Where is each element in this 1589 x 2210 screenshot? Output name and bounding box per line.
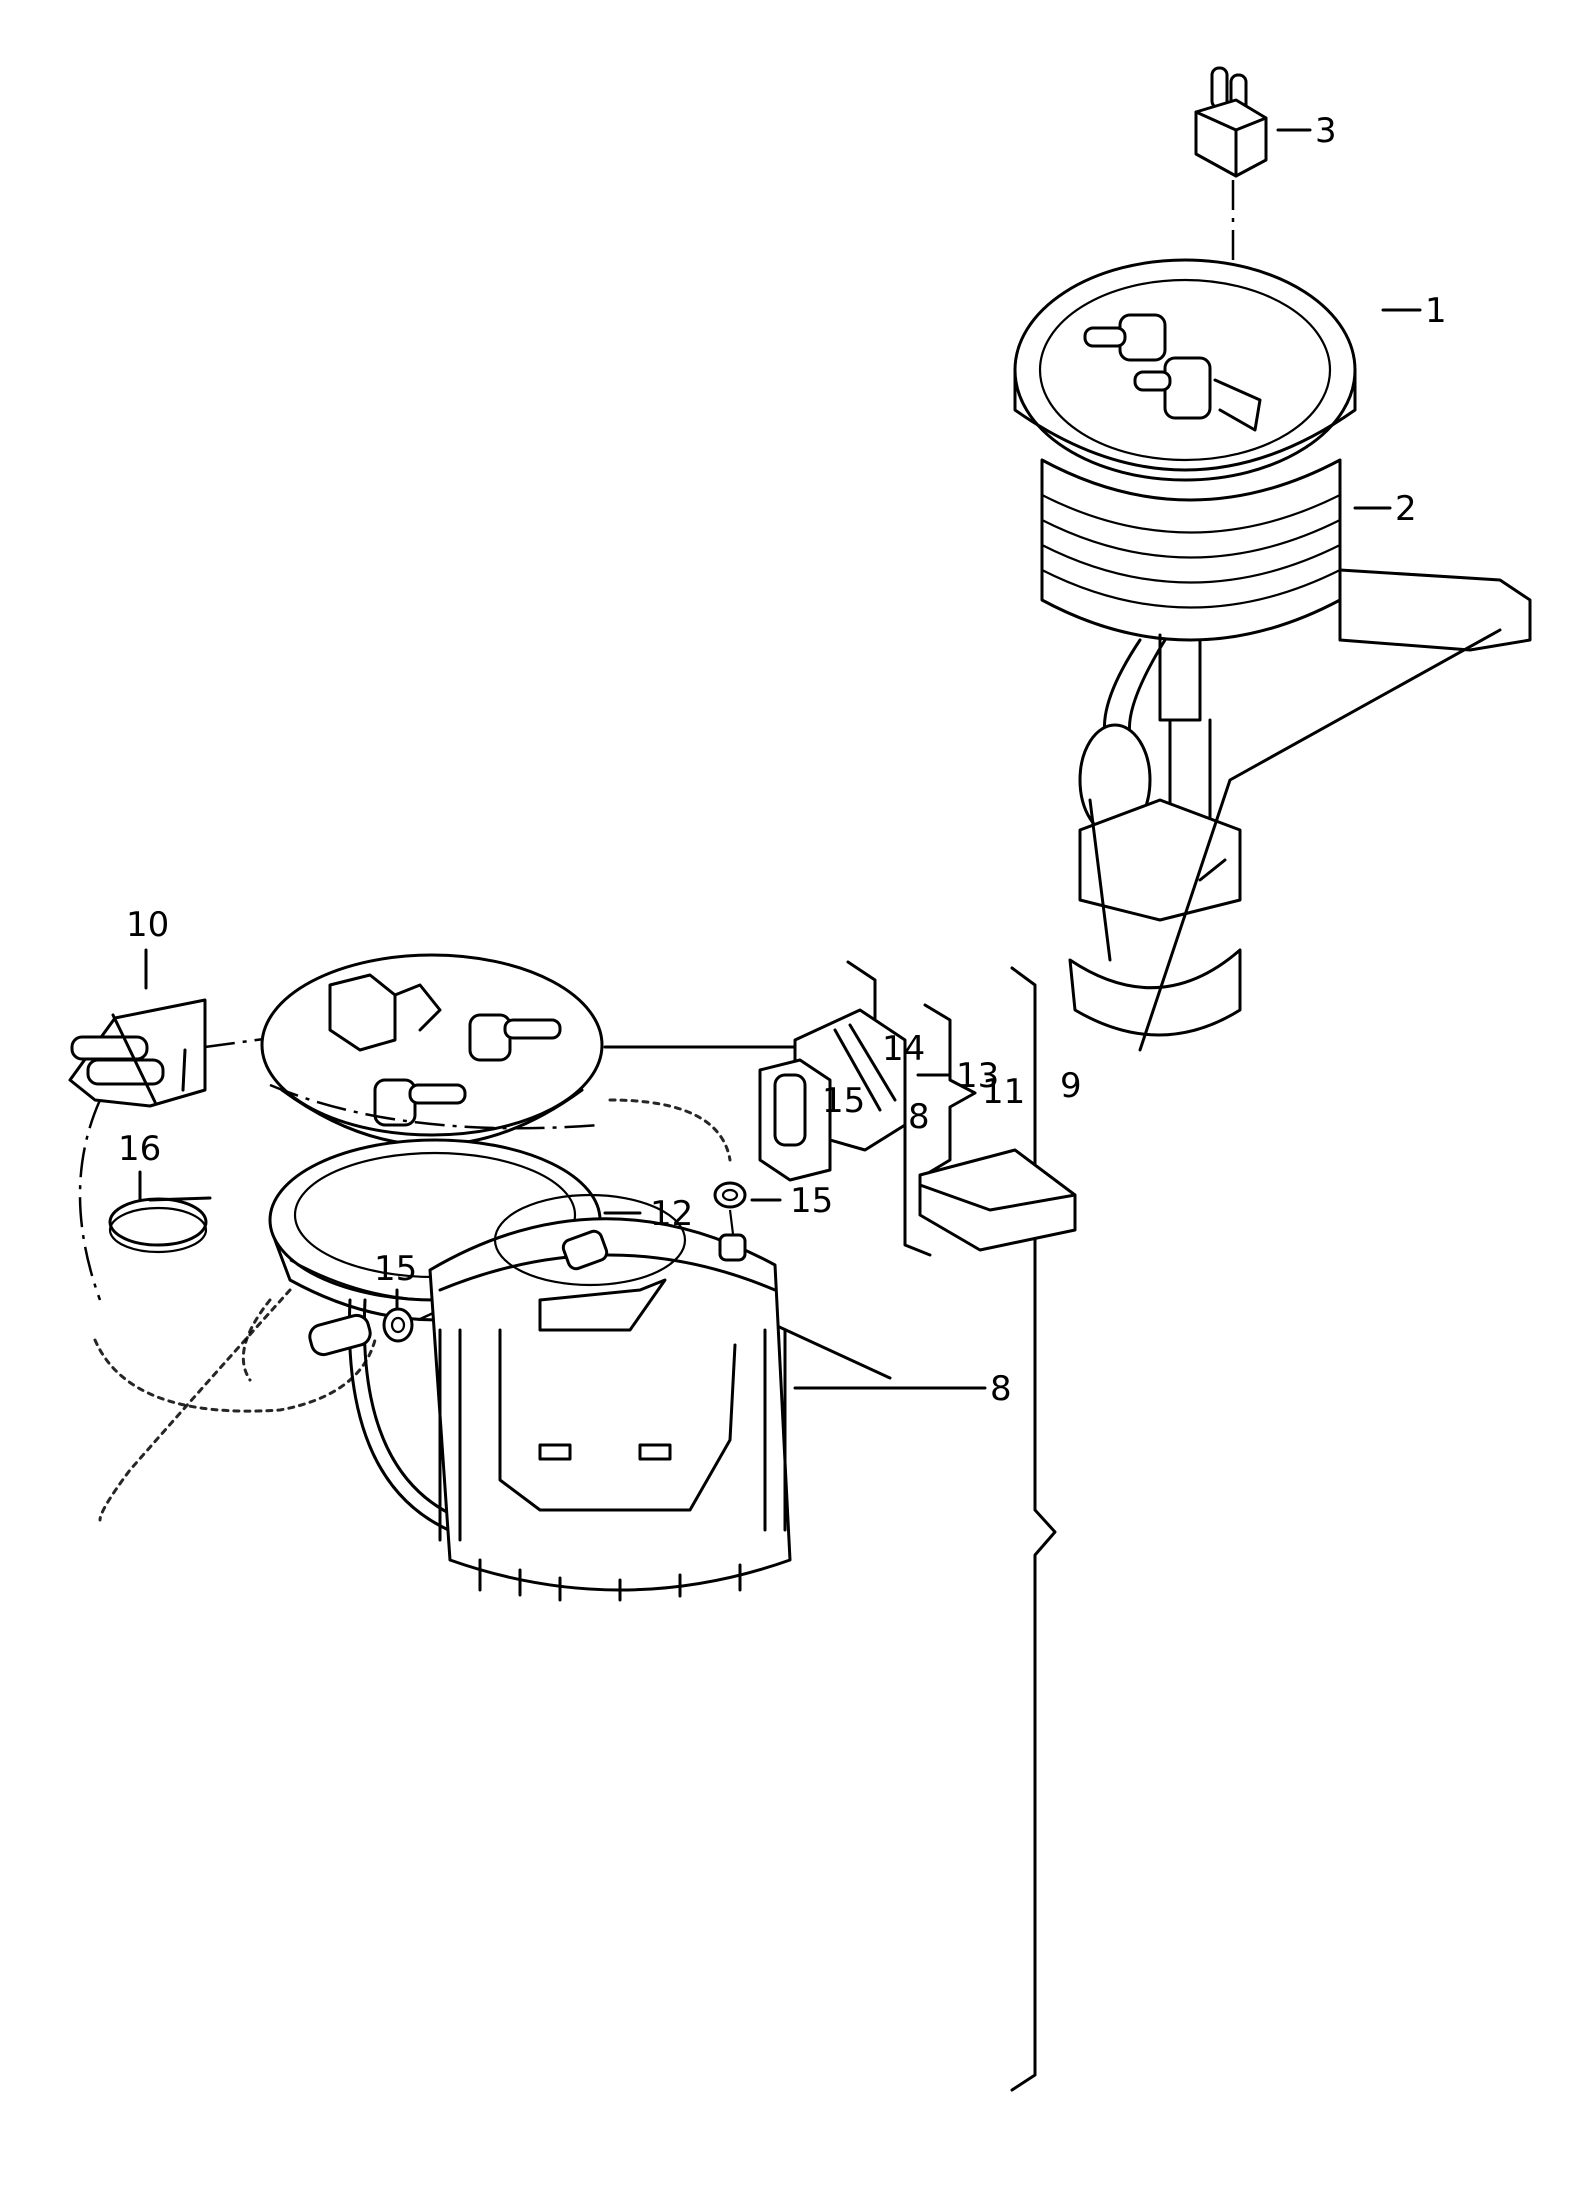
callout-11: 11 (982, 1072, 1025, 1112)
callout-1: 1 (1425, 291, 1447, 331)
callout-3: 3 (1315, 111, 1337, 151)
callout-16: 16 (118, 1129, 161, 1169)
callout-2: 2 (1395, 489, 1417, 529)
brace-9 (1010, 966, 1057, 2092)
part-13-sender-unit (758, 1008, 1077, 1257)
corrugated-hose (93, 1098, 732, 1522)
part-14-flange (260, 953, 862, 1147)
callout-15-middle: 15 (790, 1181, 833, 1221)
callout-12: 12 (650, 1194, 693, 1234)
callout-10: 10 (126, 905, 169, 945)
callout-8-upper: 8 (908, 1097, 930, 1137)
assembly-line (269, 1083, 601, 1130)
part-1-flange (1013, 258, 1422, 482)
callout-15-upper: 15 (822, 1081, 865, 1121)
part-16-hose-clamp (108, 1170, 212, 1254)
sender-body-top (1068, 568, 1532, 1052)
part-8-pump-housing (428, 1193, 987, 1602)
part-3-connector (1194, 66, 1312, 178)
part-10-connector (68, 948, 207, 1108)
assembly-line (78, 1099, 102, 1301)
callout-labels: 3 1 2 10 16 14 15 8 11 12 13 9 15 15 8 (118, 111, 1447, 1409)
callout-8-lower: 8 (990, 1369, 1012, 1409)
callout-13: 13 (956, 1056, 999, 1096)
brace-11 (923, 1003, 977, 1177)
part-2-sender-ring (1040, 458, 1392, 642)
part-15-seal-lower (382, 1288, 414, 1343)
callout-15-lower: 15 (374, 1249, 417, 1289)
callout-14: 14 (882, 1029, 925, 1069)
callout-9: 9 (1060, 1066, 1082, 1106)
